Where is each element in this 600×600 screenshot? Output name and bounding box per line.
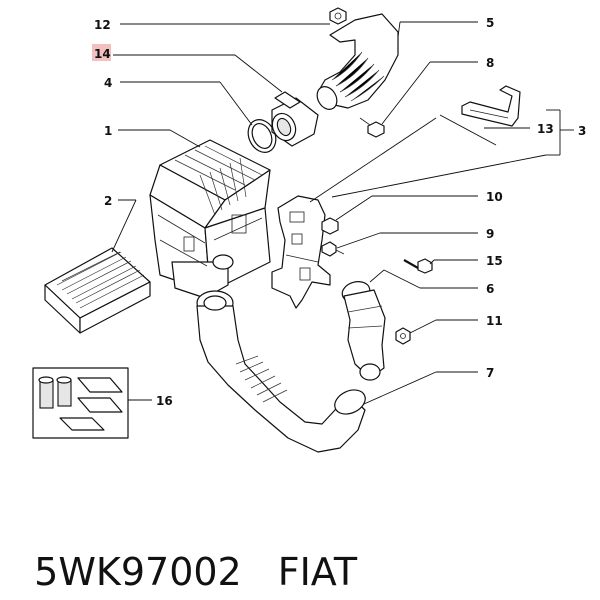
filter-kit-inset [32, 367, 129, 439]
callout-15: 15 [486, 254, 503, 268]
nut-10 [321, 217, 339, 235]
bolt-9 [321, 241, 345, 257]
mounting-bracket [271, 195, 331, 309]
callout-5: 5 [486, 16, 494, 30]
brand-name: FIAT [277, 550, 358, 594]
callout-3: 3 [578, 124, 586, 138]
part-number: 5WK97002 [34, 550, 242, 594]
callout-8: 8 [486, 56, 494, 70]
callouts: 12 14 4 1 2 5 8 13 3 10 9 15 6 11 7 16 [92, 16, 586, 408]
hose-6 [341, 281, 386, 381]
parts-diagram: 12 14 4 1 2 5 8 13 3 10 9 15 6 11 7 16 [32, 7, 586, 453]
callout-6: 6 [486, 282, 494, 296]
nut-11 [395, 327, 411, 345]
callout-14: 14 [94, 47, 111, 61]
callout-12: 12 [94, 18, 111, 32]
screw-8 [359, 117, 385, 138]
callout-14-highlight [92, 44, 111, 61]
callout-11: 11 [486, 314, 503, 328]
intake-duct-upper [316, 13, 399, 110]
o-ring-seal [247, 119, 277, 153]
air-filter-element [44, 247, 151, 334]
callout-4: 4 [104, 76, 112, 90]
intake-hose-7 [196, 290, 366, 453]
screw-15 [403, 258, 433, 274]
leader-lines [111, 21, 574, 405]
bracket-13 [461, 85, 521, 127]
callout-9: 9 [486, 227, 494, 241]
air-mass-sensor [271, 91, 319, 147]
callout-16: 16 [156, 394, 173, 408]
callout-10: 10 [486, 190, 503, 204]
nut-12 [329, 7, 347, 25]
footer-caption: 5WK97002 FIAT [10, 488, 590, 594]
callout-7: 7 [486, 366, 494, 380]
callout-1: 1 [104, 124, 112, 138]
callout-2: 2 [104, 194, 112, 208]
air-filter-housing [149, 139, 271, 299]
callout-13: 13 [537, 122, 554, 136]
